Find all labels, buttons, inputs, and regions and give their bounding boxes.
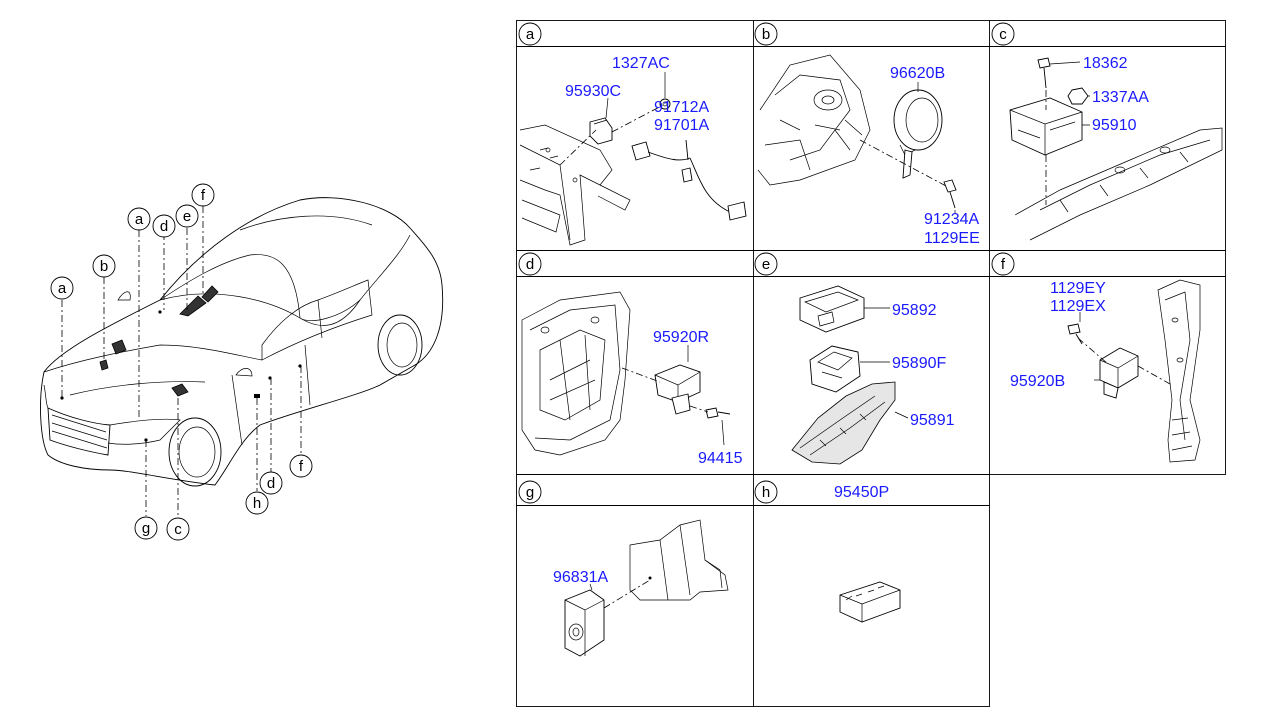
callout-e: e xyxy=(175,204,199,228)
callout-e: e xyxy=(754,252,778,276)
callout-letter: a xyxy=(135,211,144,228)
panel-g-artwork xyxy=(564,519,729,657)
section-headers: a b c d e f g h xyxy=(518,22,1015,504)
callout-h: h xyxy=(245,491,269,515)
callout-letter: h xyxy=(253,495,261,512)
callout-d: d xyxy=(518,252,542,276)
callout-g: g xyxy=(134,516,158,540)
part-label: 95891 xyxy=(910,412,955,429)
panel-f-artwork xyxy=(1067,279,1201,463)
part-labels: 1327AC 95930C 91712A 91701A 96620B 91234… xyxy=(553,55,1149,586)
part-label: 95890F xyxy=(892,355,946,372)
panel-e-artwork xyxy=(791,285,909,465)
callout-letter: d xyxy=(267,475,275,492)
callout-letter: c xyxy=(174,521,182,538)
panel-c-artwork xyxy=(1009,57,1223,241)
part-label: 1129EE xyxy=(924,230,980,247)
panel-b-artwork xyxy=(757,54,957,214)
callout-letter: f xyxy=(1001,256,1006,273)
callout-letter: f xyxy=(299,458,304,475)
callout-letter: d xyxy=(526,256,534,273)
parts-grid xyxy=(516,20,1226,707)
part-label: 95892 xyxy=(892,302,937,319)
part-label: 18362 xyxy=(1083,55,1128,72)
callout-d: d xyxy=(259,471,283,495)
callout-g: g xyxy=(518,480,542,504)
part-label: 94415 xyxy=(698,450,743,467)
part-label: 95450P xyxy=(834,484,889,501)
callout-letter: g xyxy=(142,520,150,537)
callout-a: a xyxy=(127,207,151,231)
callout-letter: e xyxy=(762,256,770,273)
callout-letter: c xyxy=(999,26,1007,43)
callout-letter: a xyxy=(526,26,535,43)
part-label: 91234A xyxy=(924,211,979,228)
part-label: 95930C xyxy=(565,83,621,100)
callout-b: b xyxy=(754,22,778,46)
callout-a: a xyxy=(50,276,74,300)
callout-b: b xyxy=(92,254,116,278)
part-label: 1337AA xyxy=(1092,89,1149,106)
callout-c: c xyxy=(991,22,1015,46)
part-label: 91712A xyxy=(654,99,709,116)
callout-letter: d xyxy=(160,218,168,235)
panel-d-artwork xyxy=(521,291,731,456)
callout-letter: a xyxy=(58,280,67,297)
part-label: 96620B xyxy=(890,65,945,82)
callout-f: f xyxy=(289,454,313,478)
callout-c: c xyxy=(166,517,190,541)
part-label: 96831A xyxy=(553,569,608,586)
callout-h: h xyxy=(754,480,778,504)
part-label: 95920R xyxy=(653,329,709,346)
panel-a-artwork xyxy=(519,72,747,246)
part-label: 91701A xyxy=(654,117,709,134)
callout-f: f xyxy=(991,252,1015,276)
part-label: 95910 xyxy=(1092,117,1137,134)
callout-letter: h xyxy=(762,484,770,501)
callout-letter: g xyxy=(526,484,534,501)
callout-letter: f xyxy=(201,187,206,204)
panel-h-artwork xyxy=(839,581,901,623)
callout-letter: e xyxy=(183,208,191,225)
callout-d: d xyxy=(152,214,176,238)
vehicle-overview xyxy=(40,197,444,517)
part-label: 1129EY xyxy=(1050,280,1106,297)
part-label: 95920B xyxy=(1010,373,1065,390)
callout-letter: b xyxy=(762,26,770,43)
callout-letter: b xyxy=(100,258,108,275)
part-label: 1129EX xyxy=(1050,298,1106,315)
part-label: 1327AC xyxy=(612,55,670,72)
callout-a: a xyxy=(518,22,542,46)
callout-f: f xyxy=(191,183,215,207)
